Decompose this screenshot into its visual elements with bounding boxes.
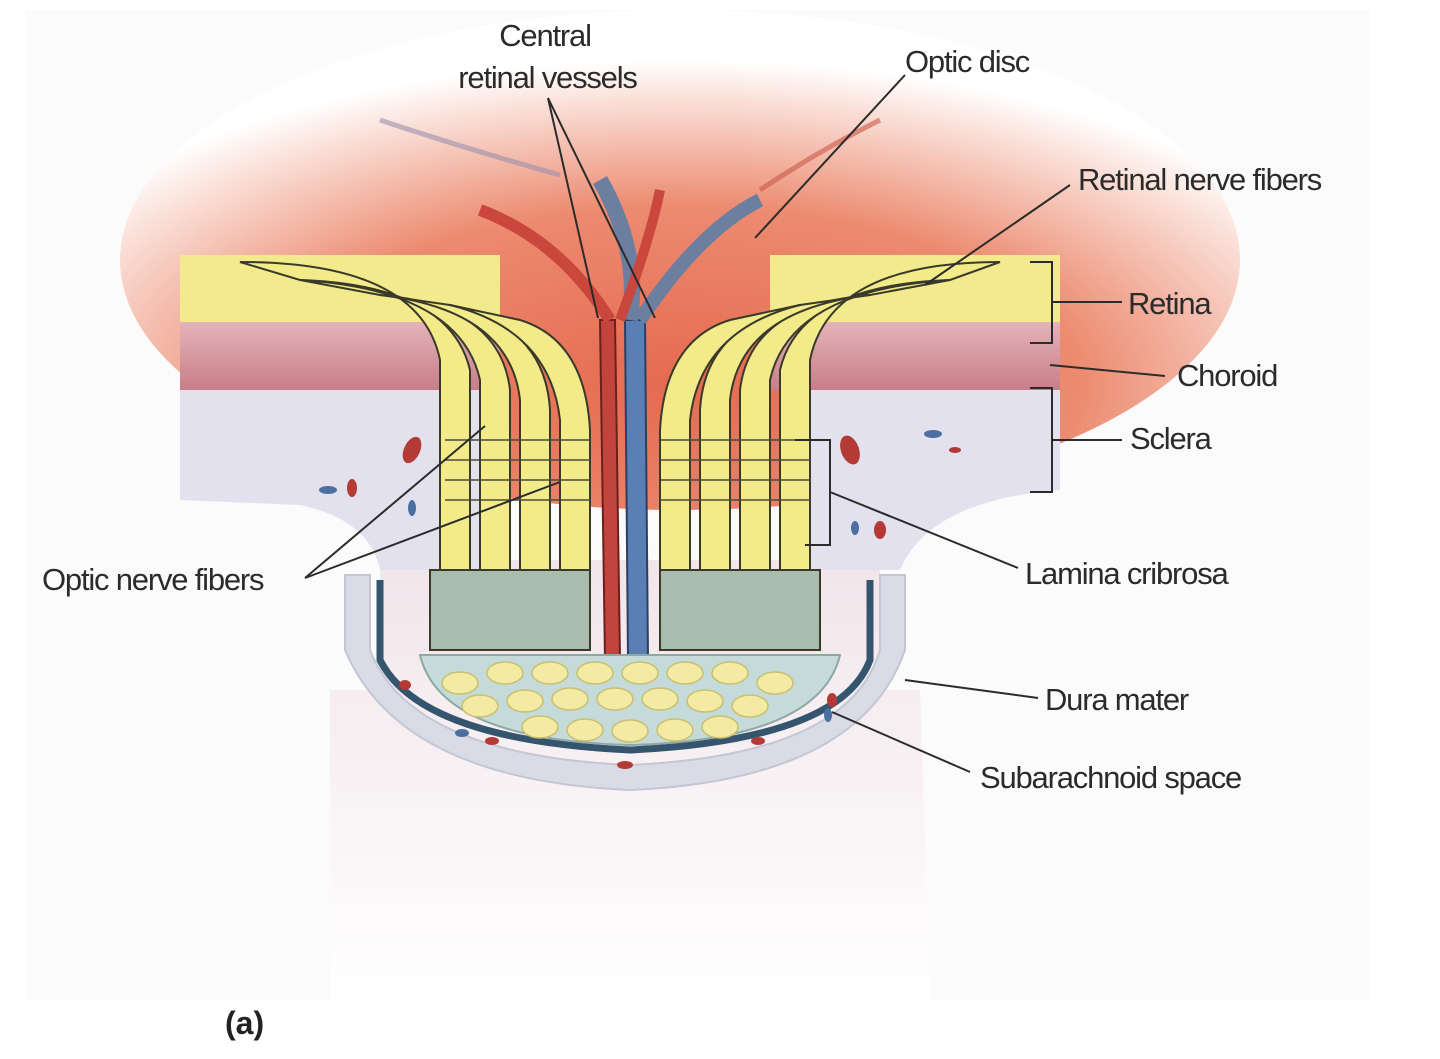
surface-vessel [379, 117, 561, 178]
sclera-right [780, 380, 1060, 570]
vein-branch [634, 193, 764, 324]
label-central: Central [499, 18, 592, 53]
label-optic-disc: Optic disc [905, 44, 1030, 79]
label-optic-nerve-fibers: Optic nerve fibers [42, 562, 265, 597]
choroid-left [180, 320, 500, 390]
sclera-left [180, 380, 500, 570]
central-retinal-vein [623, 319, 650, 661]
choroid-right [770, 320, 1060, 390]
label-choroid: Choroid [1177, 358, 1278, 393]
subarachnoid-space-line [376, 580, 874, 754]
panel-label: (a) [225, 1005, 265, 1041]
leader-lines [304, 74, 1166, 773]
label-central-retinal-vessels: retinal vessels [458, 60, 638, 95]
nerve-bundle-cross-sections [441, 661, 794, 743]
retina-right [770, 255, 1060, 322]
vein-branch [593, 176, 640, 322]
label-retina: Retina [1128, 286, 1212, 321]
label-sclera: Sclera [1130, 421, 1212, 456]
artery-branch [615, 189, 665, 322]
artery-branch [477, 204, 616, 324]
label-lamina-cribrosa: Lamina cribrosa [1025, 556, 1229, 591]
myelinated-nerve-segments [429, 569, 821, 651]
scleral-vessels [319, 430, 961, 769]
surface-vessel [758, 117, 882, 193]
label-retinal-nerve-fibers: Retinal nerve fibers [1078, 162, 1322, 197]
label-subarachnoid-space: Subarachnoid space [980, 760, 1242, 795]
dura-mater [344, 574, 906, 792]
label-dura-mater: Dura mater [1045, 682, 1189, 717]
